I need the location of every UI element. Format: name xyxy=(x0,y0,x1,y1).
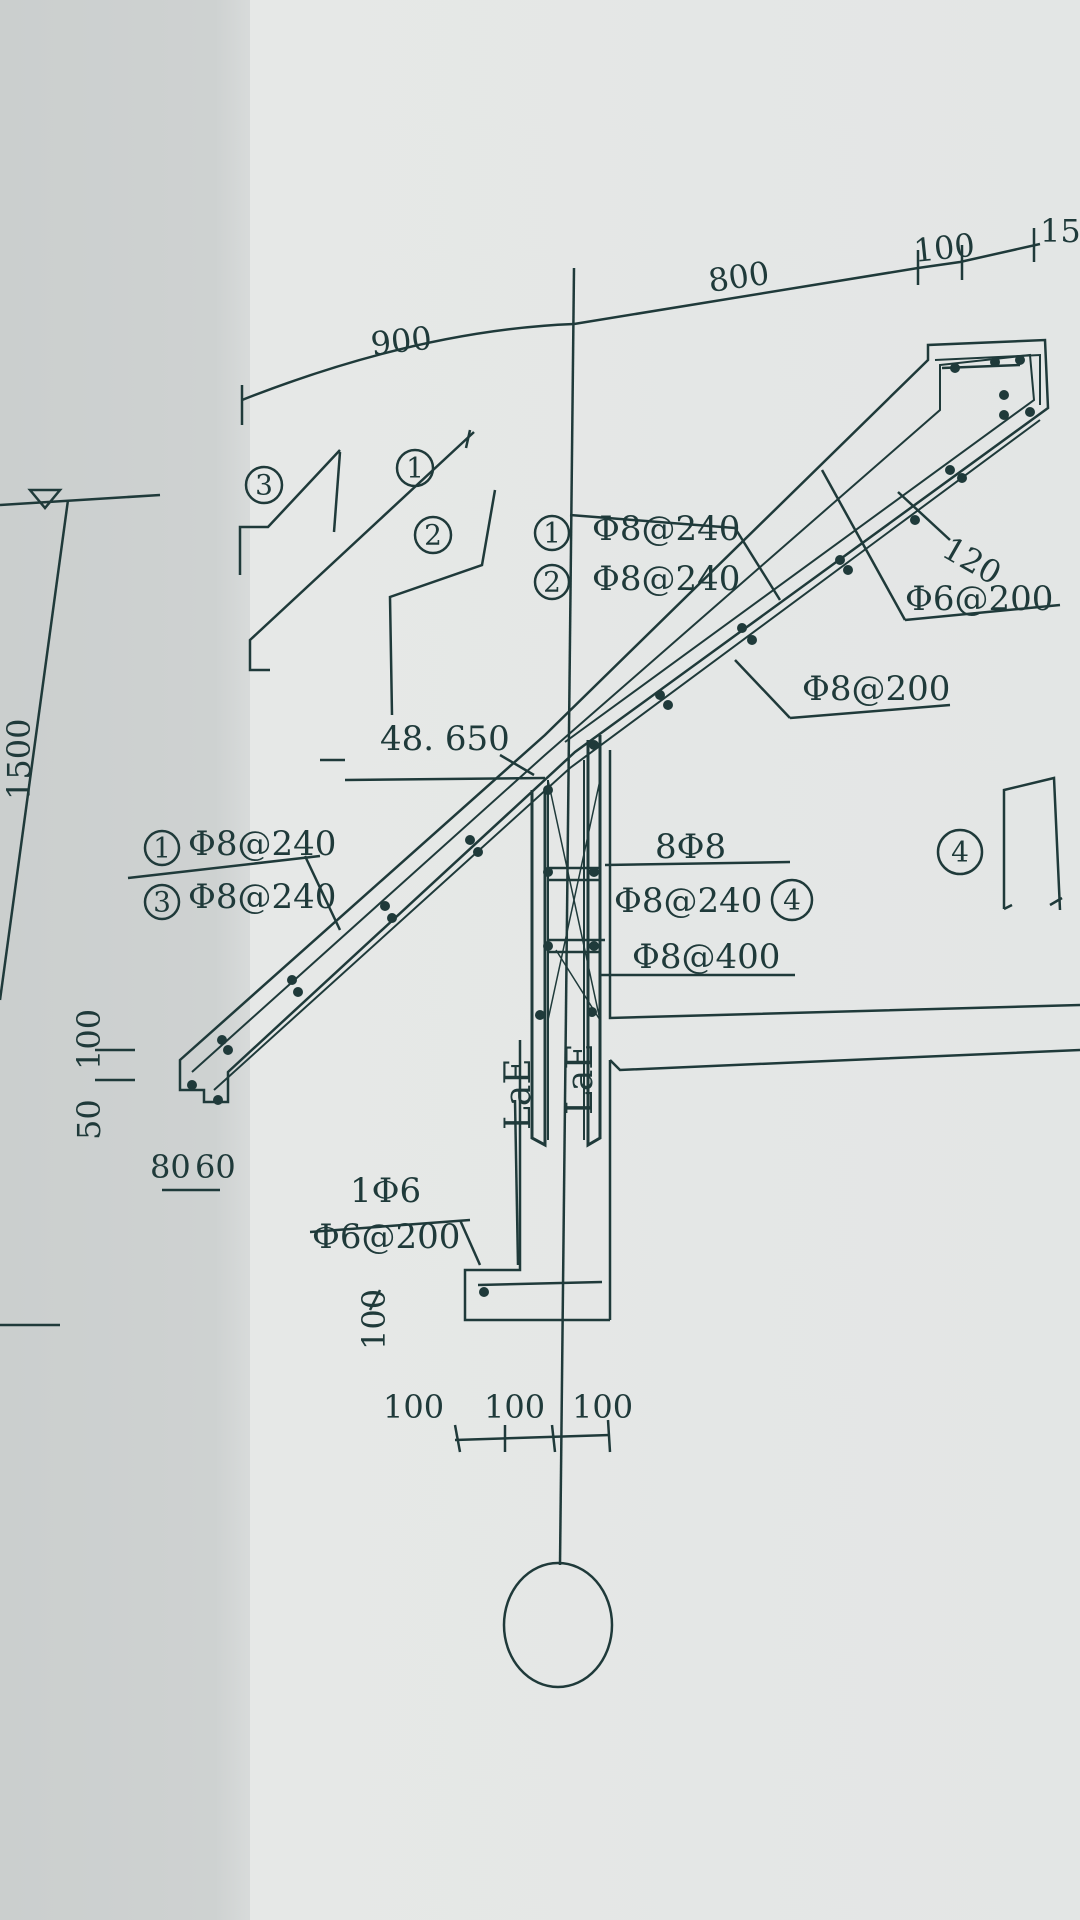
mark-circle-1-mid xyxy=(533,514,571,552)
rebar-label-right-mid: Φ8@200 xyxy=(802,669,950,709)
dim-left-small-a: 50 xyxy=(70,1099,108,1140)
slab-outline xyxy=(178,338,1050,1104)
top-dimension-line xyxy=(241,242,1041,402)
rebar-label-left-3: Φ8@240 xyxy=(188,877,336,917)
anchor-label-left: LaE xyxy=(498,1058,539,1130)
bar-mark-4-beam: 4 xyxy=(783,884,801,917)
bar-shape-1 xyxy=(248,431,475,672)
mark-circle-4-right xyxy=(936,828,984,876)
dim-top-r2: 15 xyxy=(1040,212,1080,250)
level-line xyxy=(0,493,161,507)
dim-top-mid: 800 xyxy=(706,254,772,300)
axis-bubble xyxy=(502,1561,614,1689)
rebar-label-top-2: Φ8@240 xyxy=(592,559,740,599)
mark-circle-1-top xyxy=(395,448,435,488)
bar-shape-2 xyxy=(388,489,497,716)
floor-slab-bottom xyxy=(609,1048,1080,1072)
leader-top xyxy=(569,513,736,530)
bar-mark-1: 1 xyxy=(406,452,424,485)
elevation-leader xyxy=(344,776,546,782)
axis-line xyxy=(558,267,576,1566)
floor-slab-top xyxy=(608,750,1080,1020)
dim-base-2: 100 xyxy=(484,1388,545,1426)
dim-base-1: 100 xyxy=(383,1388,444,1426)
paper-shadow xyxy=(0,0,250,1920)
mark-circle-2-mid xyxy=(533,563,571,601)
dim-left-height: 1500 xyxy=(0,719,38,800)
rebar-label-beam-stirrup: Φ8@240 xyxy=(614,881,762,921)
mark-circle-1-left xyxy=(143,829,181,867)
mark-circle-4-beam xyxy=(770,878,814,922)
bar-shape-3 xyxy=(238,449,341,575)
bar-mark-2: 2 xyxy=(424,519,442,552)
mark-circle-2-top xyxy=(413,515,453,555)
foot-outline xyxy=(463,1040,610,1322)
rebar-label-left-1: Φ8@240 xyxy=(188,824,336,864)
dim-top-r1: 100 xyxy=(912,226,977,270)
mark-circle-3-left xyxy=(143,883,181,921)
mark-circle-3-top xyxy=(244,465,284,505)
dim-top-left: 900 xyxy=(369,319,434,363)
bar-mark-1-left: 1 xyxy=(153,832,171,865)
dim-left-small-b: 100 xyxy=(70,1009,108,1070)
rebar-label-beam-lower: Φ8@400 xyxy=(632,937,780,977)
rebar-dots xyxy=(187,355,1035,1297)
elevation-label: 48. 650 xyxy=(380,719,510,759)
rebar-label-top-1: Φ8@240 xyxy=(592,509,740,549)
bar-mark-4-right: 4 xyxy=(951,836,969,869)
dim-bottom-a: 80 xyxy=(150,1148,191,1186)
rebar-label-foot-1: 1Φ6 xyxy=(350,1171,421,1211)
bar-mark-3: 3 xyxy=(255,469,273,502)
anchor-label-right: LaE xyxy=(560,1043,601,1115)
dim-base-3: 100 xyxy=(572,1388,633,1426)
level-marker xyxy=(27,488,63,510)
rebar-label-beam-main: 8Φ8 xyxy=(655,827,726,867)
dim-beam-small: 100 xyxy=(355,1289,393,1350)
rebar-label-foot-2: Φ6@200 xyxy=(312,1217,460,1257)
bar-mark-1-mid: 1 xyxy=(543,517,561,550)
dim-bottom-b: 60 xyxy=(195,1148,236,1186)
rebar-label-right-top: Φ6@200 xyxy=(905,579,1053,619)
beam-left-bar xyxy=(530,790,547,1148)
bar-shape-4 xyxy=(1002,776,1062,911)
bar-mark-3-left: 3 xyxy=(153,886,171,919)
bar-mark-2-mid: 2 xyxy=(543,566,561,599)
beam-right-bar xyxy=(586,735,602,1148)
